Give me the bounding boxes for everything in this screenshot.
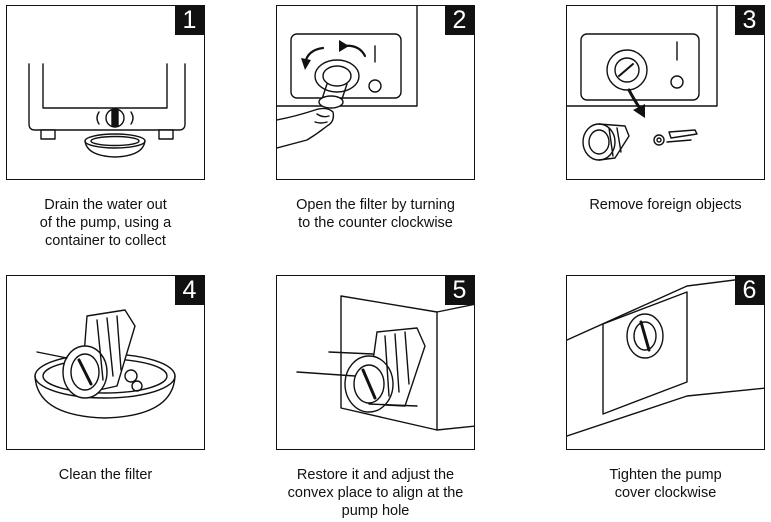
step-5-number-badge: 5 [445, 276, 474, 305]
step-5-illustration-panel: 5 [276, 275, 475, 450]
step-2-caption: Open the filter by turning to the counte… [296, 197, 455, 231]
step-3-illustration-panel: 3 [566, 5, 765, 180]
step-2-illustration-panel: 2 [276, 5, 475, 180]
step-6-tighten-cover-illustration [567, 276, 764, 437]
step-4-caption: Clean the filter [58, 467, 153, 483]
step-3-remove-objects-illustration [567, 6, 718, 161]
step-4-clean-filter-illustration [34, 309, 176, 419]
step-2-open-filter-illustration [277, 6, 418, 149]
step-1-number-badge: 1 [175, 6, 204, 35]
step-6-caption: Tighten the pump cover clockwise [609, 467, 722, 501]
step-5-caption: Restore it and adjust the convex place t… [287, 467, 464, 519]
step-6-illustration-panel: 6 [566, 275, 765, 450]
step-4-illustration-panel: 4 [6, 275, 205, 450]
step-3-number-badge: 3 [735, 6, 764, 35]
step-5-restore-filter-illustration [296, 295, 474, 431]
step-1-drain-water-illustration [28, 63, 186, 158]
step-4-number-badge: 4 [175, 276, 204, 305]
step-3-caption: Remove foreign objects [589, 197, 742, 213]
step-1-caption: Drain the water out of the pump, using a… [39, 197, 172, 249]
step-2-number-badge: 2 [445, 6, 474, 35]
step-1-illustration-panel: 1 [6, 5, 205, 180]
step-6-number-badge: 6 [735, 276, 764, 305]
